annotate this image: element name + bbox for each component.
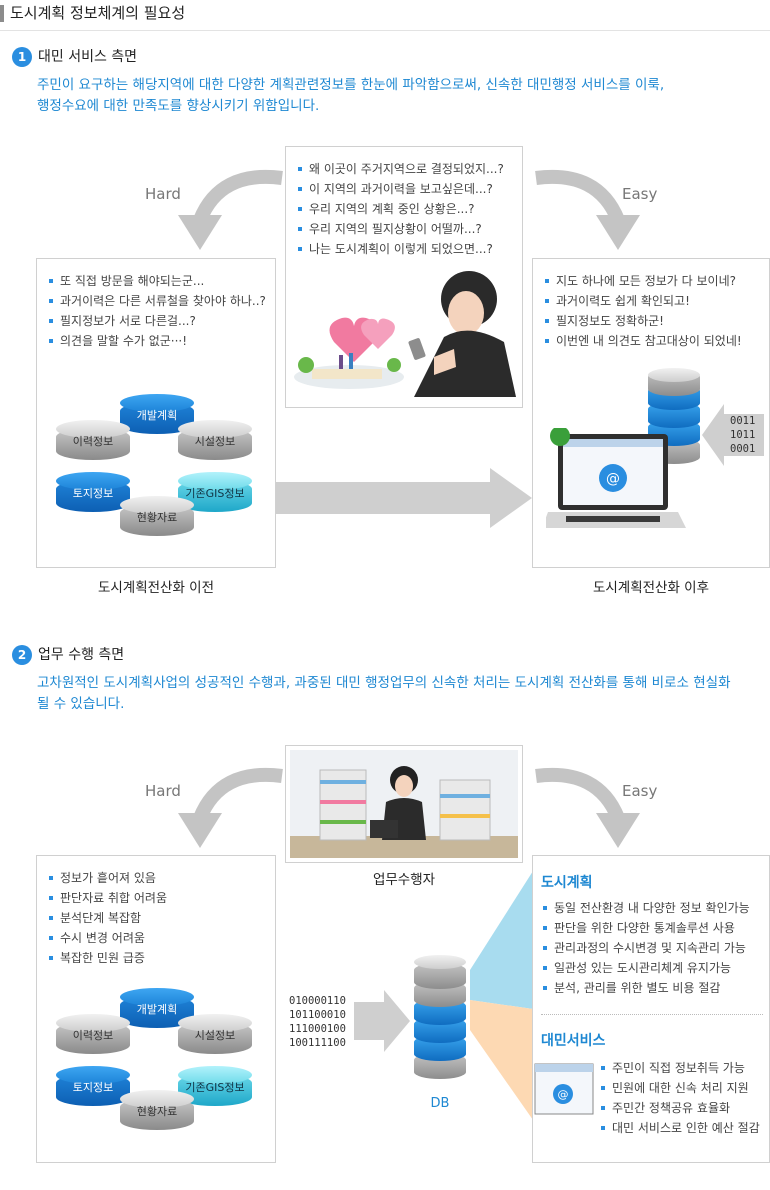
easy-curve-arrow-icon xyxy=(535,170,640,250)
db-label: DB xyxy=(430,1096,450,1111)
section2-number: 2 xyxy=(12,645,32,665)
page-title: 도시계획 정보체계의 필요성 xyxy=(0,0,185,28)
title-divider xyxy=(0,30,770,31)
civil-service-title: 대민서비스 xyxy=(541,1033,606,1049)
section2-hard-label: Hard xyxy=(145,782,181,800)
output-beams xyxy=(470,860,540,1130)
disc-status-data: 현황자료 xyxy=(120,496,194,542)
disc-facility-info: 시설정보 xyxy=(178,420,252,466)
worker-caption: 업무수행자 xyxy=(372,872,436,888)
urban-planning-list: 동일 전산환경 내 다양한 정보 확인가능 판단을 위한 다양한 통계솔루션 사… xyxy=(541,898,750,998)
disc-history-info: 이력정보 xyxy=(56,420,130,466)
section1-binary-code: 0011 1011 0001 xyxy=(730,415,756,455)
laptop-icon: @ xyxy=(546,428,686,528)
data-to-db-arrow-icon xyxy=(354,990,410,1052)
section2-title: 업무 수행 측면 xyxy=(38,647,125,663)
disc-history-info-2: 이력정보 xyxy=(56,1014,130,1060)
browser-window-icon: @ xyxy=(534,1063,594,1115)
section1-number: 1 xyxy=(12,47,32,67)
hard-curve-arrow-icon xyxy=(178,170,283,250)
worker-photo-frame xyxy=(285,745,523,863)
caption-before: 도시계획전산화 이전 xyxy=(97,580,215,596)
worker-at-desk-illustration xyxy=(290,750,518,858)
woman-with-phone-illustration xyxy=(294,257,516,405)
disc-gis-info-2: 기존GIS정보 xyxy=(178,1066,252,1112)
section1-hard-label: Hard xyxy=(145,185,181,203)
disc-land-info-2: 토지정보 xyxy=(56,1066,130,1112)
section2-binary-code: 010000110 101100010 111000100 100111100 xyxy=(289,995,346,1049)
problems-list: 정보가 흩어져 있음 판단자료 취합 어려움 분석단계 복잡함 수시 변경 어려… xyxy=(47,868,167,968)
resident-questions-list: 왜 이곳이 주거지역으로 결정되었지...? 이 지역의 과거이력을 보고싶은데… xyxy=(296,159,504,259)
section1-title: 대민 서비스 측면 xyxy=(38,49,138,65)
section2-easy-label: Easy xyxy=(622,782,658,800)
after-benefits-list: 지도 하나에 모든 정보가 다 보이네? 과거이력도 쉽게 확인되고! 필지정보… xyxy=(543,271,742,351)
urban-planning-title: 도시계획 xyxy=(541,875,593,891)
section1-easy-label: Easy xyxy=(622,185,658,203)
easy-curve-arrow-icon-2 xyxy=(535,768,640,848)
disc-land-info: 토지정보 xyxy=(56,472,130,518)
svg-text:@: @ xyxy=(558,1088,569,1101)
section2-description: 고차원적인 도시계획사업의 성공적인 수행과, 과중된 대민 행정업무의 신속한… xyxy=(37,675,731,712)
benefits-box: 도시계획 동일 전산환경 내 다양한 정보 확인가능 판단을 위한 다양한 통계… xyxy=(532,855,770,1163)
disc-facility-info-2: 시설정보 xyxy=(178,1014,252,1060)
caption-after: 도시계획전산화 이후 xyxy=(592,580,710,596)
disc-status-data-2: 현황자료 xyxy=(120,1090,194,1136)
before-complaints-list: 또 직접 방문을 해야되는군... 과거이력은 다른 서류철을 찾아야 하나..… xyxy=(47,271,266,351)
section1-description: 주민이 요구하는 해당지역에 대한 다양한 계획관련정보를 한눈에 파악함으로써… xyxy=(37,77,665,114)
section2-heading: 2 업무 수행 측면 xyxy=(12,645,124,665)
section1-heading: 1 대민 서비스 측면 xyxy=(12,47,137,67)
resident-questions-box: 왜 이곳이 주거지역으로 결정되었지...? 이 지역의 과거이력을 보고싶은데… xyxy=(285,146,523,408)
benefits-divider xyxy=(541,1014,763,1015)
hard-curve-arrow-icon-2 xyxy=(178,768,283,848)
data-input-arrow-icon xyxy=(702,404,764,466)
civil-service-list: 주민이 직접 정보취득 가능 민원에 대한 신속 처리 지원 주민간 정책공유 … xyxy=(599,1058,760,1138)
db-cylinder-icon xyxy=(414,955,466,1085)
svg-text:@: @ xyxy=(606,471,620,487)
transition-arrow-icon xyxy=(276,468,532,528)
disc-dev-plan-2: 개발계획 xyxy=(120,988,194,1034)
